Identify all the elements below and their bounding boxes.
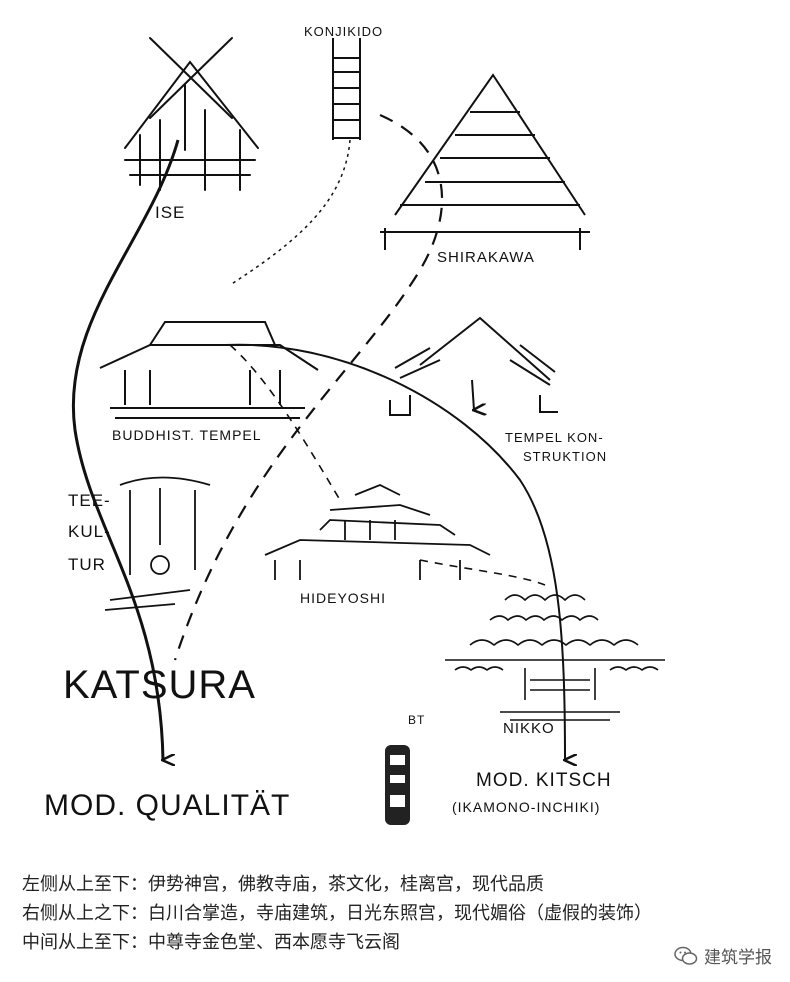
label-mod-kitsch: MOD. KITSCH xyxy=(476,770,612,791)
dotted-konjikido xyxy=(230,140,350,285)
ise-shrine-sketch xyxy=(125,38,258,190)
label-mod-qualitat: MOD. QUALITÄT xyxy=(44,789,290,822)
tea-culture-sketch xyxy=(105,478,210,611)
hideyoshi-sketch xyxy=(265,485,490,580)
label-nikko: NIKKO xyxy=(503,720,555,737)
sketch-diagram: KONJIKIDO ISE SHIRAKAWA BUDDHIST. TEMPEL… xyxy=(0,0,790,860)
label-tempel-kon: TEMPEL KON- xyxy=(505,430,604,445)
watermark: 建筑学报 xyxy=(674,943,772,968)
dashed-hideyoshi-to-nikko xyxy=(420,560,545,585)
caption-line-right: 右侧从上之下：白川合掌造，寺庙建筑，日光东照宫，现代媚俗（虚假的装饰） xyxy=(22,899,762,928)
label-tur: TUR xyxy=(68,555,106,574)
caption-line-left: 左侧从上至下：伊势神宫，佛教寺庙，茶文化，桂离宫，现代品质 xyxy=(22,870,762,899)
buddhist-temple-sketch xyxy=(100,322,318,418)
label-ikamono: (IKAMONO-INCHIKI) xyxy=(452,799,600,815)
label-ise: ISE xyxy=(155,203,185,222)
konjikido-sketch xyxy=(333,38,360,140)
nikko-sketch xyxy=(445,595,665,720)
caption-line-middle: 中间从上至下：中尊寺金色堂、西本愿寺飞云阁 xyxy=(22,928,762,957)
label-tee: TEE- xyxy=(68,491,111,510)
dashed-buddhist-to-hideyoshi xyxy=(230,345,340,500)
label-hideyoshi: HIDEYOSHI xyxy=(300,590,386,606)
small-arrow-temple xyxy=(472,380,474,410)
label-konjikido: KONJIKIDO xyxy=(304,24,383,39)
label-bt: BT xyxy=(408,713,425,727)
label-katsura: KATSURA xyxy=(63,663,256,707)
label-kul: KUL- xyxy=(68,522,111,541)
caption: 左侧从上至下：伊势神宫，佛教寺庙，茶文化，桂离宫，现代品质 右侧从上之下：白川合… xyxy=(22,870,762,957)
label-struktion: STRUKTION xyxy=(523,449,607,464)
label-shirakawa: SHIRAKAWA xyxy=(437,249,535,266)
label-buddhist-tempel: BUDDHIST. TEMPEL xyxy=(112,427,262,443)
bt-seal xyxy=(385,745,410,825)
dashed-shirakawa-to-katsura xyxy=(175,115,442,660)
watermark-text: 建筑学报 xyxy=(704,943,772,968)
wechat-icon xyxy=(674,946,698,966)
shirakawa-sketch xyxy=(380,75,590,250)
